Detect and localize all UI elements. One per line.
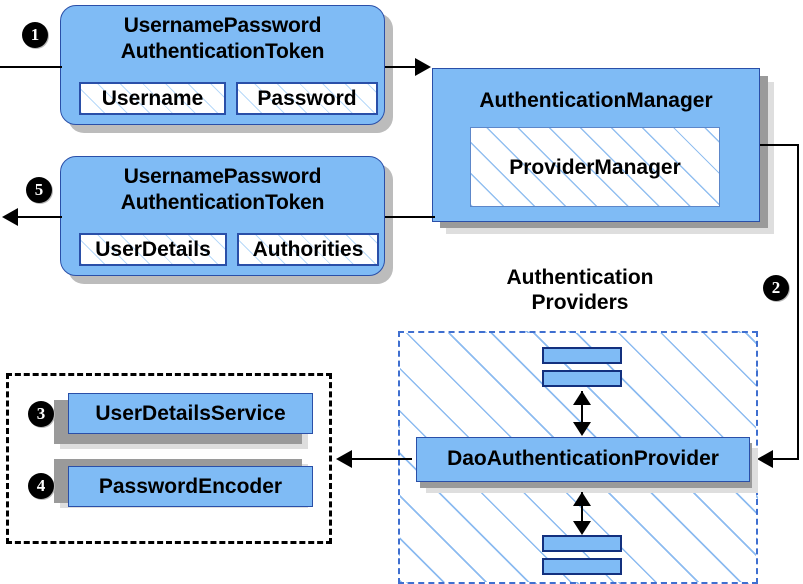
response-token-title-line1: UsernamePassword xyxy=(123,165,322,188)
response-token-card[interactable]: UsernamePassword AuthenticationToken Use… xyxy=(60,156,385,276)
connector-manager-to-response xyxy=(385,216,435,218)
arrow-up-bottom-providers xyxy=(573,492,591,506)
connector-to-dao-provider xyxy=(773,458,799,460)
connector-bottom-providers xyxy=(581,492,583,532)
arrow-down-top-providers xyxy=(573,422,591,436)
step-5-bullet: 5 xyxy=(26,177,52,203)
passwordencoder-card[interactable]: PasswordEncoder xyxy=(68,466,313,507)
request-token-field-username[interactable]: Username xyxy=(79,82,226,115)
provider-bar-top-2[interactable] xyxy=(542,370,622,387)
provider-bar-bottom-1[interactable] xyxy=(542,535,622,552)
providers-label-line1: Authentication xyxy=(506,266,654,289)
arrow-to-dao-provider xyxy=(757,450,773,468)
response-token-title: UsernamePassword AuthenticationToken xyxy=(61,164,384,216)
dao-authentication-provider-label: DaoAuthenticationProvider xyxy=(447,447,719,470)
passwordencoder-label: PasswordEncoder xyxy=(98,475,283,498)
request-token-card[interactable]: UsernamePassword AuthenticationToken Use… xyxy=(60,5,385,125)
response-token-field-authorities[interactable]: Authorities xyxy=(237,233,379,266)
connector-provider-to-collaborators xyxy=(352,458,412,460)
step-3-bullet: 3 xyxy=(28,401,54,427)
provider-bar-bottom-2[interactable] xyxy=(542,558,622,575)
userdetailsservice-label: UserDetailsService xyxy=(95,402,286,425)
request-token-title: UsernamePassword AuthenticationToken xyxy=(61,13,384,65)
userdetailsservice-card[interactable]: UserDetailsService xyxy=(68,393,313,434)
arrow-up-top-providers xyxy=(573,391,591,405)
response-token-title-line2: AuthenticationToken xyxy=(120,191,325,214)
request-token-title-line1: UsernamePassword xyxy=(123,14,322,37)
connector-token-to-manager xyxy=(385,66,418,68)
connector-response-out xyxy=(18,216,62,218)
arrow-down-bottom-providers xyxy=(573,521,591,535)
provider-manager-box[interactable]: ProviderManager xyxy=(470,127,720,207)
provider-bar-top-1[interactable] xyxy=(542,347,622,364)
step-1-bullet: 1 xyxy=(22,22,48,48)
step-4-bullet: 4 xyxy=(28,473,54,499)
request-token-title-line2: AuthenticationToken xyxy=(120,40,325,63)
providers-label-line2: Providers xyxy=(531,291,629,314)
connector-manager-right xyxy=(760,144,799,146)
step-2-bullet: 2 xyxy=(763,275,789,301)
connector-top-providers xyxy=(581,391,583,431)
request-token-field-password[interactable]: Password xyxy=(236,82,378,115)
providers-region-label: Authentication Providers xyxy=(430,265,730,315)
arrow-response-out xyxy=(2,208,18,226)
response-token-field-userdetails[interactable]: UserDetails xyxy=(79,233,227,266)
arrow-provider-to-collaborators xyxy=(336,450,352,468)
arrow-token-to-manager xyxy=(415,58,431,76)
connector-manager-down xyxy=(797,144,799,460)
provider-manager-label: ProviderManager xyxy=(509,156,681,179)
dao-authentication-provider-card[interactable]: DaoAuthenticationProvider xyxy=(416,437,750,482)
connector-request-in xyxy=(0,66,62,68)
authentication-manager-title: AuthenticationManager xyxy=(479,89,713,112)
authentication-manager-card[interactable]: AuthenticationManager ProviderManager xyxy=(432,68,760,222)
